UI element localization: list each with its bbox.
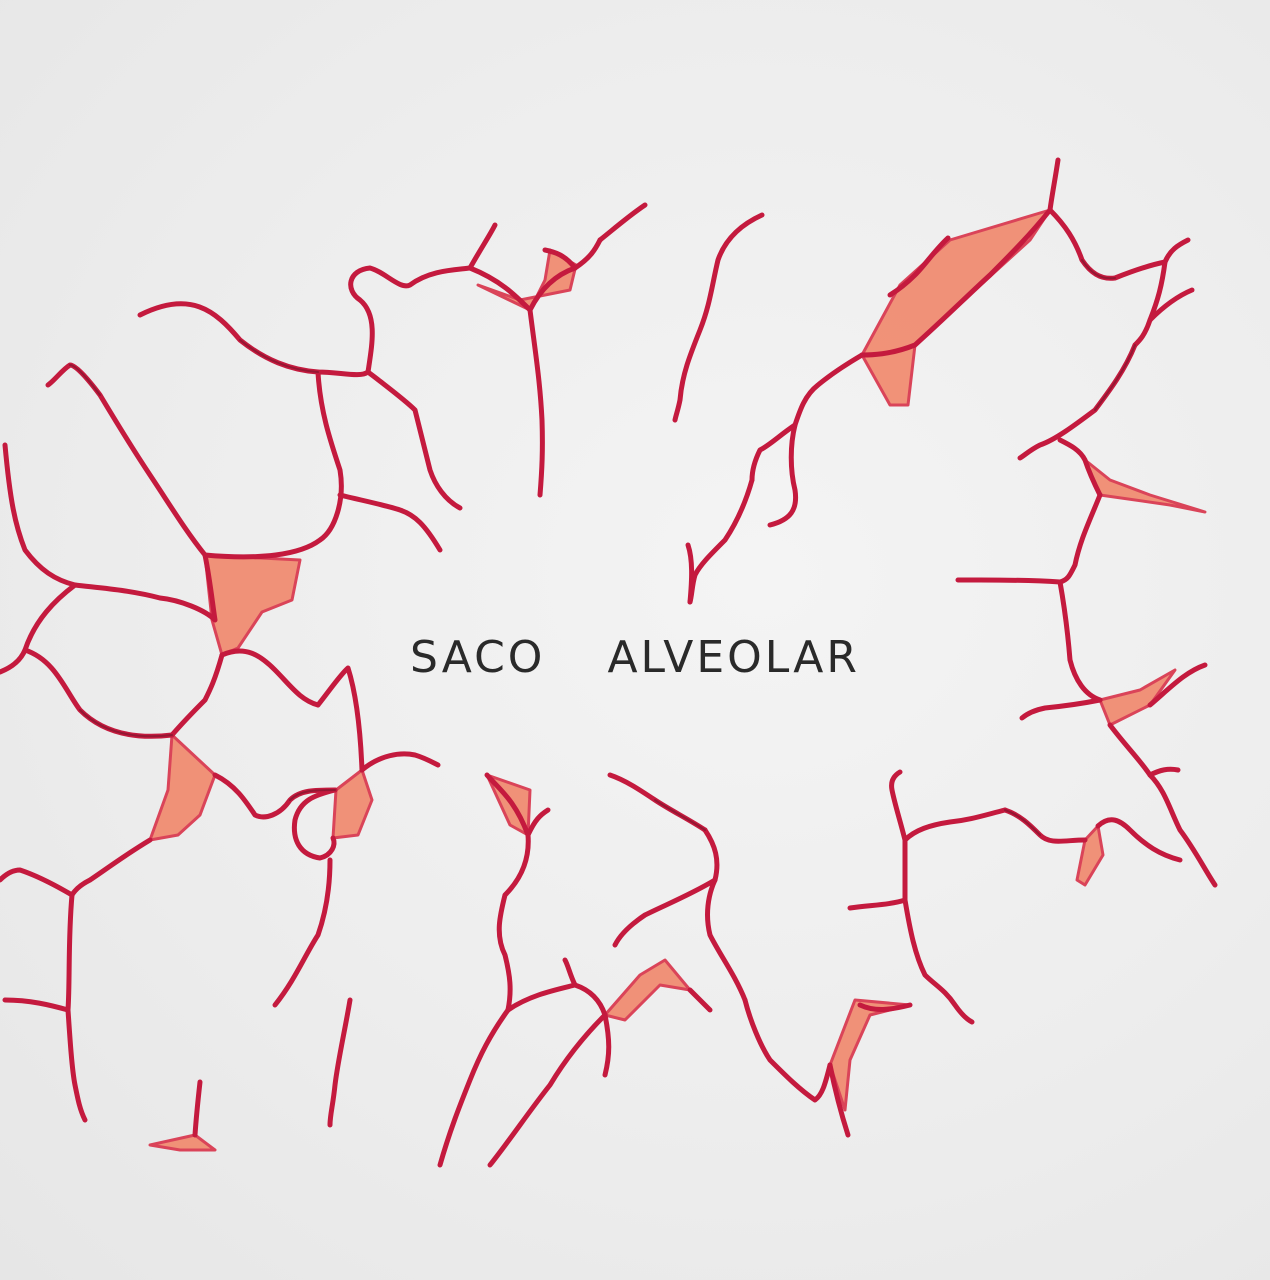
- capillary: [1075, 824, 1105, 887]
- capillary: [1083, 458, 1207, 514]
- capillary: [331, 768, 374, 840]
- label-word-alveolar: ALVEOLAR: [607, 632, 860, 683]
- capillary: [603, 958, 692, 1022]
- label-word-saco: SACO: [410, 632, 546, 683]
- capillary: [828, 998, 912, 1112]
- capillary: [1098, 668, 1177, 727]
- capillary: [203, 553, 302, 657]
- pencil-shading: [69, 259, 1136, 836]
- saco-alveolar-label: SACO ALVEOLAR: [410, 632, 860, 683]
- capillary: [148, 1133, 217, 1152]
- capillary: [148, 733, 217, 842]
- alveolar-walls: [0, 157, 1218, 1168]
